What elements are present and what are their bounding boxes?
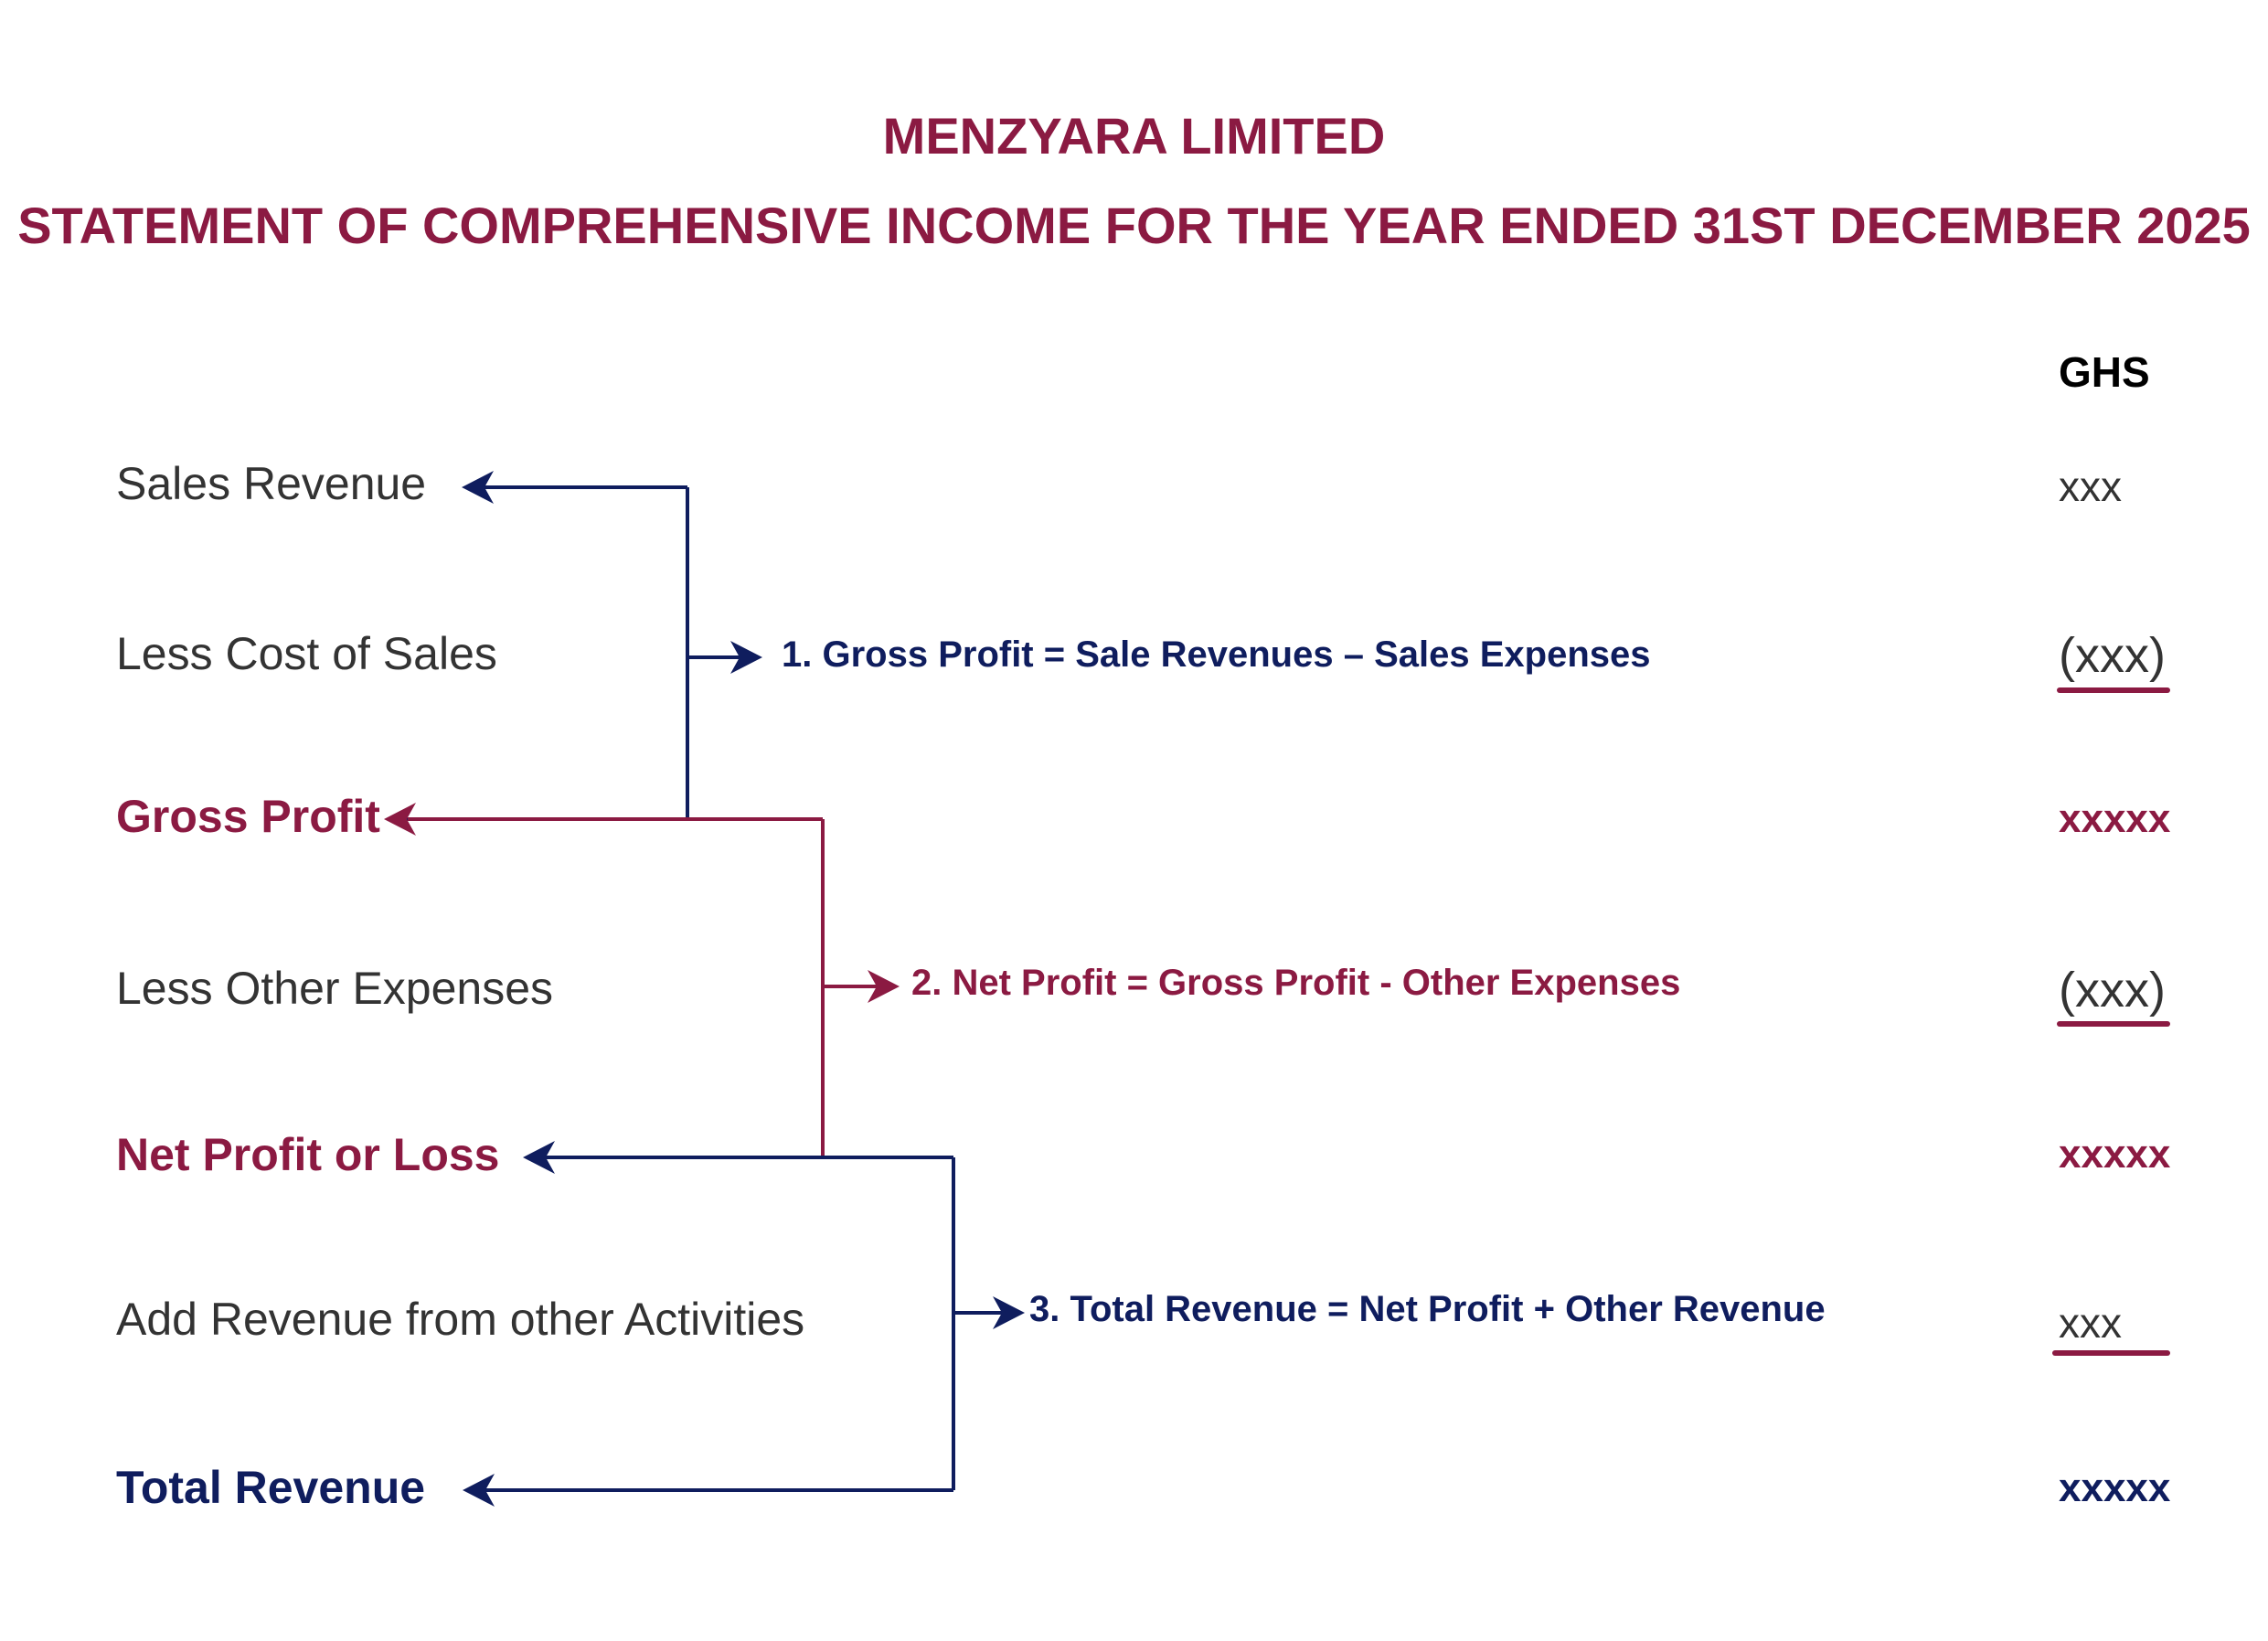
row-label-other-activities: Add Revenue from other Activities xyxy=(116,1294,805,1345)
underline-other-expenses xyxy=(2057,1021,2170,1027)
row-label-net-profit: Net Profit or Loss xyxy=(116,1129,500,1180)
connector-total-revenue xyxy=(463,1141,1025,1507)
row-label-total-revenue: Total Revenue xyxy=(116,1462,426,1513)
arrowhead-total-revenue xyxy=(463,1474,495,1507)
row-label-gross-profit: Gross Profit xyxy=(116,791,380,842)
arrowhead-formula-3 xyxy=(993,1296,1025,1329)
formula-total-revenue: 3. Total Revenue = Net Profit + Other Re… xyxy=(1029,1289,1826,1329)
row-label-other-expenses: Less Other Expenses xyxy=(116,963,554,1014)
amount-other-activities: xxx xyxy=(2059,1299,2122,1347)
connector-net-profit xyxy=(384,803,900,1156)
amount-net-profit: xxxxx xyxy=(2059,1132,2171,1177)
amount-cost-of-sales: (xxx) xyxy=(2059,628,2166,683)
arrowhead-sales-revenue xyxy=(462,471,494,504)
arrowhead-formula-1 xyxy=(730,641,762,674)
row-label-cost-of-sales: Less Cost of Sales xyxy=(116,628,497,679)
arrowhead-gross-profit xyxy=(384,803,416,836)
formula-gross-profit: 1. Gross Profit = Sale Revenues – Sales … xyxy=(782,634,1651,675)
formula-net-profit: 2. Net Profit = Gross Profit - Other Exp… xyxy=(911,963,1681,1003)
amount-other-expenses: (xxx) xyxy=(2059,963,2166,1018)
company-title: MENZYARA LIMITED xyxy=(882,107,1386,165)
amount-total-revenue: xxxxx xyxy=(2059,1465,2171,1510)
amount-sales-revenue: xxx xyxy=(2059,463,2122,510)
currency-header: GHS xyxy=(2059,348,2150,396)
row-label-sales-revenue: Sales Revenue xyxy=(116,458,427,509)
underline-other-activities xyxy=(2052,1350,2170,1356)
statement-title: STATEMENT OF COMPREHENSIVE INCOME FOR TH… xyxy=(17,197,2251,254)
underline-cost-of-sales xyxy=(2057,687,2170,693)
arrowhead-formula-2 xyxy=(868,970,900,1003)
amount-gross-profit: xxxxx xyxy=(2059,796,2171,841)
arrowhead-net-profit xyxy=(523,1141,555,1174)
